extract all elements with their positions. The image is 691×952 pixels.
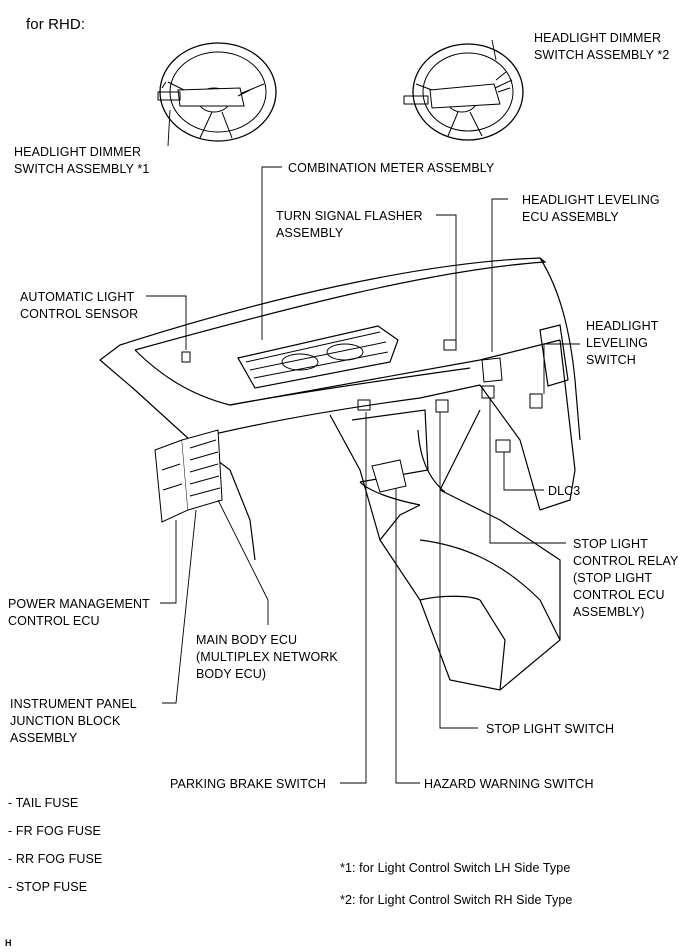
steering-wheel-right <box>404 44 523 140</box>
power-management-ecu-line1: POWER MANAGEMENT <box>8 597 150 611</box>
stop-light-relay-line4: CONTROL ECU <box>573 588 665 602</box>
dlc3-part <box>496 440 510 452</box>
automatic-light-sensor-line1: AUTOMATIC LIGHT <box>20 290 135 304</box>
headlight-dimmer-1-line1: HEADLIGHT DIMMER <box>14 145 142 159</box>
leveling-switch-part <box>530 394 542 408</box>
footnote-1: *1: for Light Control Switch LH Side Typ… <box>340 861 571 875</box>
headlight-dimmer-1-line2: SWITCH ASSEMBLY *1 <box>14 162 150 176</box>
headlight-leveling-switch-line2: LEVELING <box>586 336 648 350</box>
fuse-rr-fog: - RR FOG FUSE <box>8 852 103 866</box>
dlc3-label: DLC3 <box>548 484 581 498</box>
stop-light-relay-line3: (STOP LIGHT <box>573 571 653 585</box>
stop-light-relay-line1: STOP LIGHT <box>573 537 648 551</box>
instrument-panel-jb-line3: ASSEMBLY <box>10 731 78 745</box>
leveling-ecu-part <box>482 358 502 382</box>
page-title: for RHD: <box>26 16 86 33</box>
stop-light-relay-part <box>482 386 494 398</box>
turn-signal-flasher-line1: TURN SIGNAL FLASHER <box>276 209 423 223</box>
light-control-sensor-part <box>182 352 190 362</box>
headlight-leveling-ecu-line1: HEADLIGHT LEVELING <box>522 193 660 207</box>
fuse-stop: - STOP FUSE <box>8 880 88 894</box>
stop-light-switch-label: STOP LIGHT SWITCH <box>486 722 615 736</box>
headlight-dimmer-2-line2: SWITCH ASSEMBLY *2 <box>534 48 670 62</box>
fuse-tail: - TAIL FUSE <box>8 796 79 810</box>
main-body-ecu-line1: MAIN BODY ECU <box>196 633 298 647</box>
combination-meter <box>238 326 398 388</box>
headlight-dimmer-2-line1: HEADLIGHT DIMMER <box>534 31 662 45</box>
instrument-panel-jb-line2: JUNCTION BLOCK <box>10 714 121 728</box>
headlight-leveling-ecu-line2: ECU ASSEMBLY <box>522 210 619 224</box>
stop-light-relay-line2: CONTROL RELAY <box>573 554 679 568</box>
fuse-fr-fog: - FR FOG FUSE <box>8 824 101 838</box>
turn-signal-flasher-line2: ASSEMBLY <box>276 226 344 240</box>
hazard-warning-switch-label: HAZARD WARNING SWITCH <box>424 777 594 791</box>
headlight-leveling-switch-line1: HEADLIGHT <box>586 319 659 333</box>
combination-meter-label: COMBINATION METER ASSEMBLY <box>288 161 495 175</box>
main-body-ecu-line3: BODY ECU) <box>196 667 267 681</box>
power-management-ecu-line2: CONTROL ECU <box>8 614 100 628</box>
parking-brake-switch-part <box>358 400 370 410</box>
corner-mark: H <box>5 938 12 948</box>
instrument-panel-jb-line1: INSTRUMENT PANEL <box>10 697 137 711</box>
stop-light-relay-line5: ASSEMBLY) <box>573 605 645 619</box>
footnote-2: *2: for Light Control Switch RH Side Typ… <box>340 893 573 907</box>
stop-light-switch-part <box>436 400 448 412</box>
turn-signal-flasher-part <box>444 340 456 350</box>
leader-lines <box>146 40 580 783</box>
hazard-switch-part <box>372 460 406 492</box>
headlight-leveling-switch-line3: SWITCH <box>586 353 636 367</box>
automatic-light-sensor-line2: CONTROL SENSOR <box>20 307 139 321</box>
main-body-ecu-line2: (MULTIPLEX NETWORK <box>196 650 338 664</box>
junction-block-ecu-stack <box>155 430 222 522</box>
steering-wheel-left <box>158 43 276 141</box>
parking-brake-switch-label: PARKING BRAKE SWITCH <box>170 777 326 791</box>
